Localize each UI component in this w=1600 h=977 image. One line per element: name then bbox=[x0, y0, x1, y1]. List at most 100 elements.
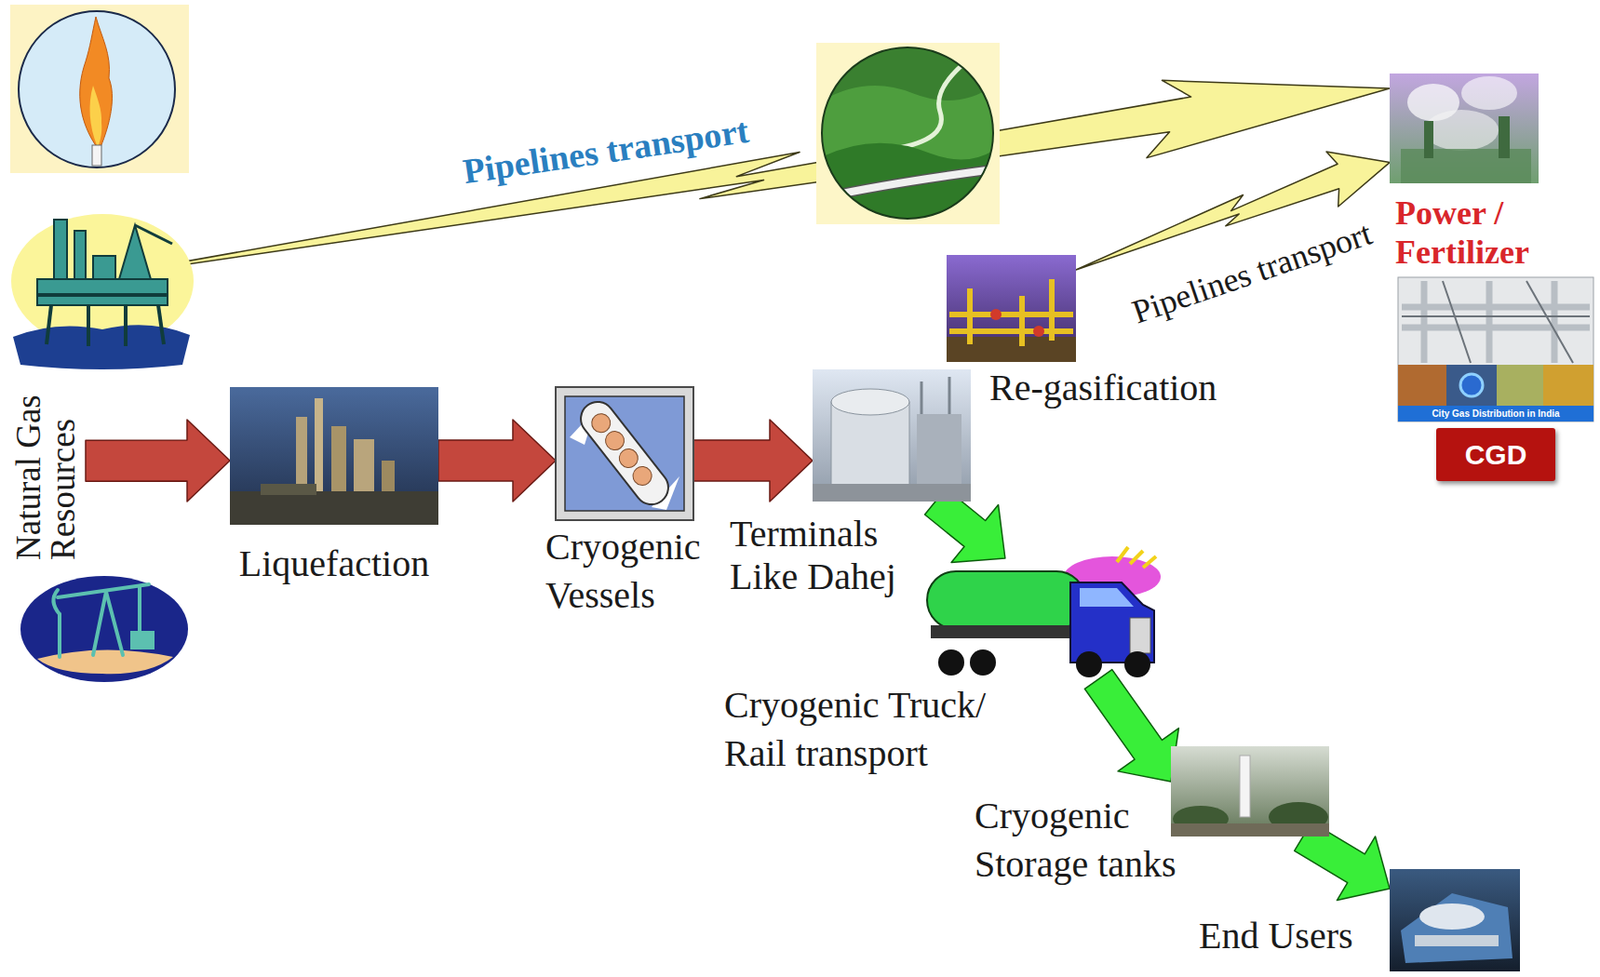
cryogenic-truck-icon-part bbox=[1079, 588, 1134, 607]
lng-delivery-arrow bbox=[1084, 670, 1179, 782]
pipeline-landscape-icon-part-part bbox=[819, 143, 996, 222]
badge-text: CGD bbox=[1465, 439, 1528, 471]
city-gas-distribution-photo-part-part bbox=[1526, 281, 1574, 364]
lng-carrier-icon bbox=[555, 387, 694, 521]
offshore-platform-icon bbox=[11, 214, 194, 370]
cryogenic-truck-icon-part bbox=[927, 571, 1086, 630]
gas-flare-icon-part bbox=[80, 16, 113, 148]
cryogenic-truck-icon-part-part bbox=[1116, 547, 1129, 563]
oil-well-pumpjack-icon-part-part bbox=[106, 591, 123, 656]
lng-terminal-photo-part bbox=[812, 484, 971, 502]
power-fertilizer-plant-photo-part bbox=[1389, 73, 1539, 184]
city-gas-distribution-photo-part-part bbox=[1442, 281, 1471, 364]
node-caption: Power / Fertilizer bbox=[1395, 193, 1559, 272]
lng-flow-arrow bbox=[693, 419, 813, 502]
regasification-plant-photo-part bbox=[949, 279, 1074, 347]
process-box: Terminals Like Dahej bbox=[812, 369, 971, 502]
cryogenic-storage-tank-photo-part bbox=[1170, 823, 1330, 837]
lng-carrier-icon-part bbox=[574, 395, 675, 512]
cryogenic-storage-tank-photo-part bbox=[1170, 746, 1330, 837]
city-gas-distribution-photo-part bbox=[1496, 364, 1544, 406]
cryogenic-truck-icon-part bbox=[1116, 547, 1157, 568]
oil-well-pumpjack-icon-part-part bbox=[57, 584, 149, 598]
cgd-badge: CGD bbox=[1436, 428, 1556, 482]
offshore-platform-icon-part-part bbox=[74, 230, 86, 280]
city-gas-distribution-photo-part bbox=[1398, 277, 1594, 422]
pipeline-landscape-icon-part-part bbox=[893, 46, 987, 149]
end-user-equipment-photo-part bbox=[1389, 869, 1520, 972]
power-fertilizer-plant-photo-part bbox=[1461, 76, 1518, 110]
lng-flow-arrow bbox=[438, 419, 556, 502]
power-fertilizer-plant-photo-part bbox=[1498, 116, 1510, 159]
liquefaction-plant-photo bbox=[229, 387, 439, 525]
pipeline-arrow bbox=[85, 80, 1390, 280]
power-fertilizer-plant-photo-part bbox=[1424, 121, 1434, 159]
regasification-plant-photo-part bbox=[990, 309, 1002, 321]
lng-terminal-photo-part bbox=[831, 389, 910, 416]
city-gas-distribution-photo-part bbox=[1398, 364, 1447, 406]
pipeline-landscape-icon-part-part bbox=[819, 44, 996, 222]
gas-flare-icon-part bbox=[18, 11, 175, 168]
cryogenic-truck-icon-part bbox=[1075, 651, 1103, 678]
oil-well-pumpjack-icon-part bbox=[20, 576, 189, 683]
cryogenic-truck-icon-part bbox=[1124, 651, 1151, 678]
resource-group: Natural Gas Resources bbox=[7, 209, 86, 565]
offshore-platform-icon-part bbox=[134, 225, 173, 244]
oil-well-pumpjack-icon-part-part bbox=[57, 614, 62, 658]
lng-flow-arrow bbox=[85, 419, 230, 502]
cryogenic-truck-icon-part-part bbox=[1129, 551, 1143, 565]
pipeline-landscape-icon-part bbox=[816, 42, 1000, 225]
offshore-platform-icon-part-part bbox=[46, 305, 52, 345]
consumer-box: Power / Fertilizer bbox=[1389, 73, 1539, 184]
pipeline-landscape-icon-part bbox=[821, 47, 994, 219]
cryogenic-truck-icon-part bbox=[969, 649, 996, 676]
end-user-equipment-photo bbox=[1389, 869, 1520, 972]
offshore-platform-icon-part-part bbox=[53, 219, 68, 280]
regasification-plant-photo bbox=[946, 255, 1076, 363]
city-gas-distribution-photo bbox=[1398, 277, 1594, 422]
node-caption: Terminals Like Dahej bbox=[729, 512, 930, 599]
gas-flare-icon-part bbox=[92, 145, 102, 166]
offshore-platform-icon-part-part bbox=[119, 225, 151, 280]
oil-well-pumpjack-icon bbox=[20, 576, 189, 683]
gas-flare-icon bbox=[10, 4, 189, 174]
cryogenic-truck-icon-part-part bbox=[1142, 556, 1157, 568]
city-gas-distribution-photo-part bbox=[1401, 281, 1590, 364]
cryogenic-truck-icon-part bbox=[930, 625, 1085, 639]
city-gas-distribution-photo-part bbox=[1543, 364, 1594, 406]
node-caption: End Users bbox=[1198, 915, 1354, 957]
end-user-equipment-photo-part bbox=[1419, 903, 1485, 930]
process-box: Cryogenic Vessels bbox=[555, 387, 694, 521]
power-fertilizer-plant-photo-part bbox=[1424, 109, 1499, 151]
node-caption: Cryogenic Truck/ Rail transport bbox=[724, 681, 1022, 779]
city-gas-distribution-photo-part bbox=[1398, 405, 1594, 422]
gas-flare-icon-part bbox=[90, 85, 103, 146]
lng-terminal-photo-part bbox=[948, 376, 952, 415]
node-caption: Cryogenic Vessels bbox=[545, 523, 760, 620]
offshore-platform-icon-part-part bbox=[158, 305, 164, 345]
process-box: Cryogenic Storage tanks bbox=[1170, 746, 1330, 837]
node-caption: Natural Gas Resources bbox=[11, 374, 81, 561]
gas-flare-icon-part bbox=[10, 4, 189, 174]
lng-terminal-photo-part bbox=[812, 369, 971, 502]
node-caption: Liquefaction bbox=[211, 543, 458, 585]
city-gas-distribution-photo-part-part bbox=[1401, 304, 1590, 311]
regasification-plant-photo-part bbox=[946, 336, 1076, 363]
process-box: Re-gasification bbox=[946, 255, 1076, 363]
offshore-platform-icon-part-part bbox=[93, 255, 116, 280]
city-gas-distribution-photo-part-part bbox=[1486, 281, 1493, 364]
regasification-plant-photo-part-part bbox=[1019, 295, 1025, 347]
city-gas-distribution-photo-part bbox=[1446, 364, 1497, 406]
regasification-plant-photo-part bbox=[946, 255, 1076, 363]
lng-carrier-icon-part-part bbox=[574, 395, 675, 512]
lng-carrier-icon-part-part bbox=[629, 462, 656, 489]
offshore-platform-icon-part bbox=[46, 305, 164, 347]
node-caption: Cryogenic Storage tanks bbox=[974, 792, 1217, 889]
power-fertilizer-plant-photo-part bbox=[1400, 148, 1532, 184]
pipeline-landscape-icon-part bbox=[819, 44, 996, 222]
cryogenic-truck-icon-part bbox=[1129, 618, 1151, 654]
oil-well-pumpjack-icon-part-part bbox=[137, 586, 142, 633]
regasification-plant-photo-part-part bbox=[1048, 279, 1055, 341]
cryogenic-storage-tank-photo bbox=[1170, 746, 1330, 837]
